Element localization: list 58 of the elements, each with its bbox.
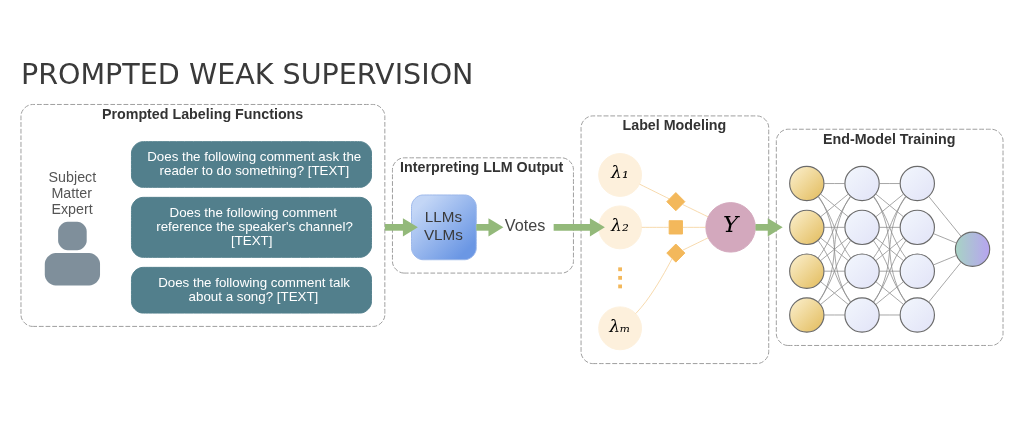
connector [873,240,907,303]
node-circle [899,253,935,289]
connector [878,270,901,272]
node-box: Does the following comment reference the speaker's channel? [TEXT] [131,196,372,258]
connector [933,255,957,266]
node-circle [789,297,825,333]
node-circle [899,297,935,333]
connector [641,227,670,228]
connector [823,227,846,228]
connector [823,270,846,272]
node-label: Subject Matter Expert [48,168,97,218]
node-text: Votes [504,216,546,235]
node-circle [844,209,880,246]
connector [875,281,904,305]
node-circle [789,209,825,246]
connector [823,183,846,184]
connector [635,258,673,314]
connector [818,196,851,303]
node-diamond [666,192,686,212]
connector [928,196,962,237]
diagram-title: PROMPTED WEAK SUPERVISION [20,57,474,92]
node-circle [844,297,880,333]
connector [823,314,846,316]
node-circle: λₘ [598,306,642,351]
connector [878,183,901,184]
node-circle [789,253,825,289]
node-circle [789,165,825,202]
connector [682,237,709,251]
node-circle: Y [705,202,756,253]
connector [878,314,901,316]
node-diamond [666,243,686,263]
connector [820,193,849,218]
node-circle [844,253,880,289]
connector [820,281,849,305]
node-circle [844,165,880,202]
connector [639,183,670,200]
node-circle [899,209,935,246]
cluster: End-Model Training [775,128,1004,346]
arrow [384,218,418,237]
node-box: Does the following comment ask the reader to do something? [TEXT] [131,141,372,188]
connector [878,227,901,228]
node-circle [954,231,991,267]
node-circle [899,165,935,202]
connector [928,261,962,303]
node-circle: λ₂ [598,205,642,250]
connector [873,196,906,303]
node-box: Does the following comment talk about a song? [TEXT] [131,266,372,314]
connector [682,204,709,218]
node-box [668,220,683,235]
connector [875,193,904,218]
connector [817,196,852,259]
connector [817,240,852,303]
node-box: LLMs VLMs [411,194,477,261]
arrow [553,218,605,237]
connector [933,233,957,244]
node-circle: λ₁ [598,153,642,197]
connector [873,196,907,259]
connector [682,227,707,228]
